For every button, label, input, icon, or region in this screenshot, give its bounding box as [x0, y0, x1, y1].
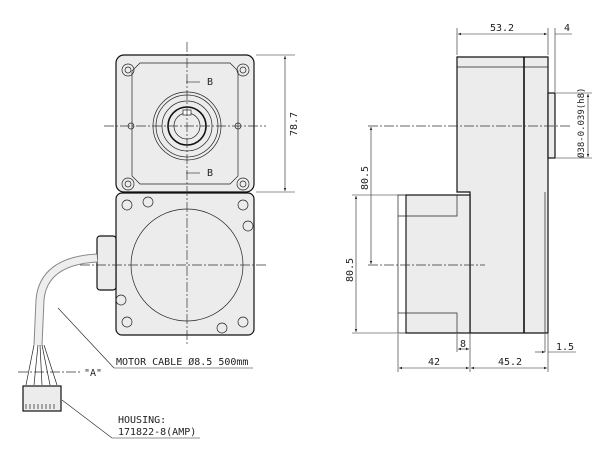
section-marker-upper: B — [207, 77, 213, 88]
dim-42: 42 — [428, 357, 440, 368]
housing-label: HOUSING: — [118, 415, 166, 426]
motor-plate — [115, 192, 255, 336]
front-view: B B 78.7 — [80, 42, 300, 345]
motor-holes — [115, 196, 254, 334]
dim-80-5-motor: 80.5 — [345, 258, 356, 282]
gearhead-body — [456, 56, 549, 334]
dim-8: 8 — [460, 339, 466, 350]
motor-cable-label: MOTOR CABLE Ø8.5 500mm — [116, 356, 248, 368]
section-marker-lower: B — [207, 168, 213, 179]
output-shaft-side — [547, 92, 556, 159]
dim-78-7: 78.7 — [289, 112, 300, 136]
cable-box — [96, 235, 117, 291]
view-label-a: "A" — [84, 368, 102, 379]
side-view: 53.2 4 Ø38-0.039(h8) 80.5 80.5 8 42 45.2… — [345, 23, 592, 372]
dim-1-5: 1.5 — [556, 342, 574, 353]
dim-4: 4 — [564, 23, 570, 34]
dim-45-2: 45.2 — [498, 357, 522, 368]
mounting-holes — [121, 63, 250, 191]
dim-80-5-offset: 80.5 — [360, 166, 371, 190]
housing-part-number: 171822-8(AMP) — [118, 427, 196, 438]
motor-cable: "A" MOTOR CABLE Ø8.5 500mm HOUSING: 1718… — [18, 253, 253, 439]
dim-53-2: 53.2 — [490, 23, 514, 34]
dim-shaft-diameter: Ø38-0.039(h8) — [576, 88, 587, 158]
motor-body — [405, 194, 471, 334]
gearhead-plate — [115, 54, 255, 193]
